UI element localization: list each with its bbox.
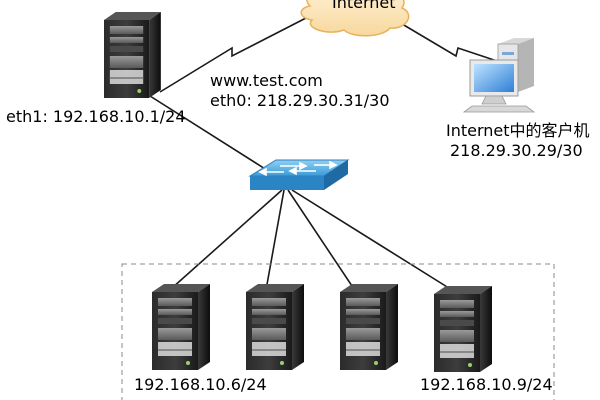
switch-icon bbox=[248, 159, 350, 190]
gateway-eth1-label: eth1: 192.168.10.1/24 bbox=[6, 107, 186, 126]
link-gateway-switch bbox=[149, 95, 271, 173]
gateway-eth0-label: eth0: 218.29.30.31/30 bbox=[210, 91, 390, 110]
internet-label: Internet bbox=[332, 0, 396, 12]
lan-server-2-icon bbox=[246, 284, 304, 370]
gateway-server-icon bbox=[104, 12, 161, 98]
client-ip-label: 218.29.30.29/30 bbox=[450, 141, 583, 160]
lan-server-1-icon bbox=[152, 284, 210, 370]
client-name-label: Internet中的客户机 bbox=[446, 121, 590, 140]
gateway-domain-label: www.test.com bbox=[210, 71, 323, 90]
lan-boundary bbox=[121, 263, 555, 400]
wan-link-client bbox=[391, 17, 501, 63]
lan-server-1-ip: 192.168.10.6/24 bbox=[134, 375, 267, 394]
link-switch-server-3 bbox=[287, 189, 357, 293]
link-switch-server-1 bbox=[171, 189, 283, 289]
lan-server-4-icon bbox=[434, 286, 492, 372]
link-switch-server-4 bbox=[291, 189, 453, 291]
wan-link-gateway bbox=[159, 17, 307, 93]
lan-server-3-icon bbox=[340, 284, 398, 370]
client-computer-icon bbox=[462, 38, 536, 113]
connections bbox=[149, 17, 501, 293]
internet-cloud-icon bbox=[300, 0, 410, 37]
lan-server-4-ip: 192.168.10.9/24 bbox=[420, 375, 553, 394]
link-switch-server-2 bbox=[265, 189, 285, 291]
